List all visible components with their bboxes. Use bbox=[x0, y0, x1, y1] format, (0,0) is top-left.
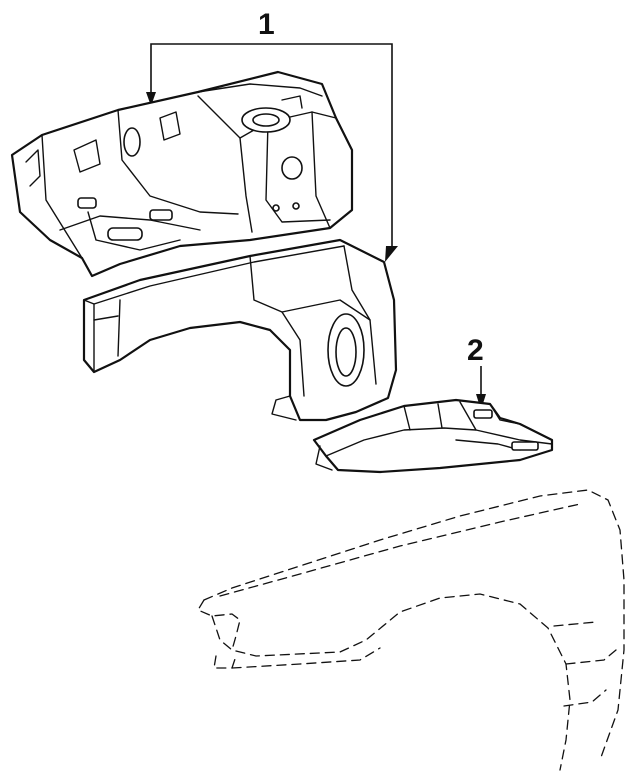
radiator-support-bracket bbox=[312, 398, 554, 474]
callout-1-label: 1 bbox=[258, 8, 275, 41]
frame-rail-apron bbox=[82, 238, 398, 422]
callout-1-leader bbox=[146, 43, 398, 262]
apron-strut-tower-assembly bbox=[10, 70, 354, 278]
fender-outline bbox=[197, 489, 625, 771]
callout-2-label: 2 bbox=[467, 334, 484, 367]
